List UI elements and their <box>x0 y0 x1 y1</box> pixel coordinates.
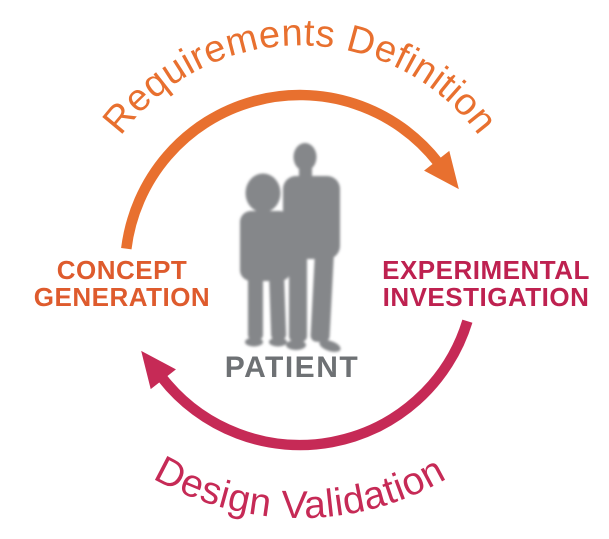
concept-generation-label-line2: GENERATION <box>34 282 210 312</box>
silhouette-part <box>261 226 301 252</box>
silhouette-part <box>248 274 263 340</box>
patient-label: PATIENT <box>225 351 359 384</box>
silhouette-part <box>289 252 307 342</box>
experimental-investigation-label-line2: INVESTIGATION <box>383 282 590 312</box>
silhouette-part <box>286 340 306 350</box>
silhouette-part <box>269 273 287 341</box>
design-validation-label: Design Validation <box>148 448 452 527</box>
silhouette-part <box>319 340 341 352</box>
design-validation-arrow <box>141 319 473 451</box>
silhouette-part <box>269 337 287 347</box>
experimental-investigation-label-line1: EXPERIMENTAL <box>382 255 590 285</box>
concept-generation-label-line1: CONCEPT <box>57 255 188 285</box>
requirements-definition-label: Requirements Definition <box>95 12 505 142</box>
silhouette-part <box>310 251 334 343</box>
silhouette-part <box>245 173 281 213</box>
requirements-definition-arrow <box>121 89 459 250</box>
patient-couple-silhouette-icon <box>240 143 341 352</box>
silhouette-part <box>245 337 263 347</box>
